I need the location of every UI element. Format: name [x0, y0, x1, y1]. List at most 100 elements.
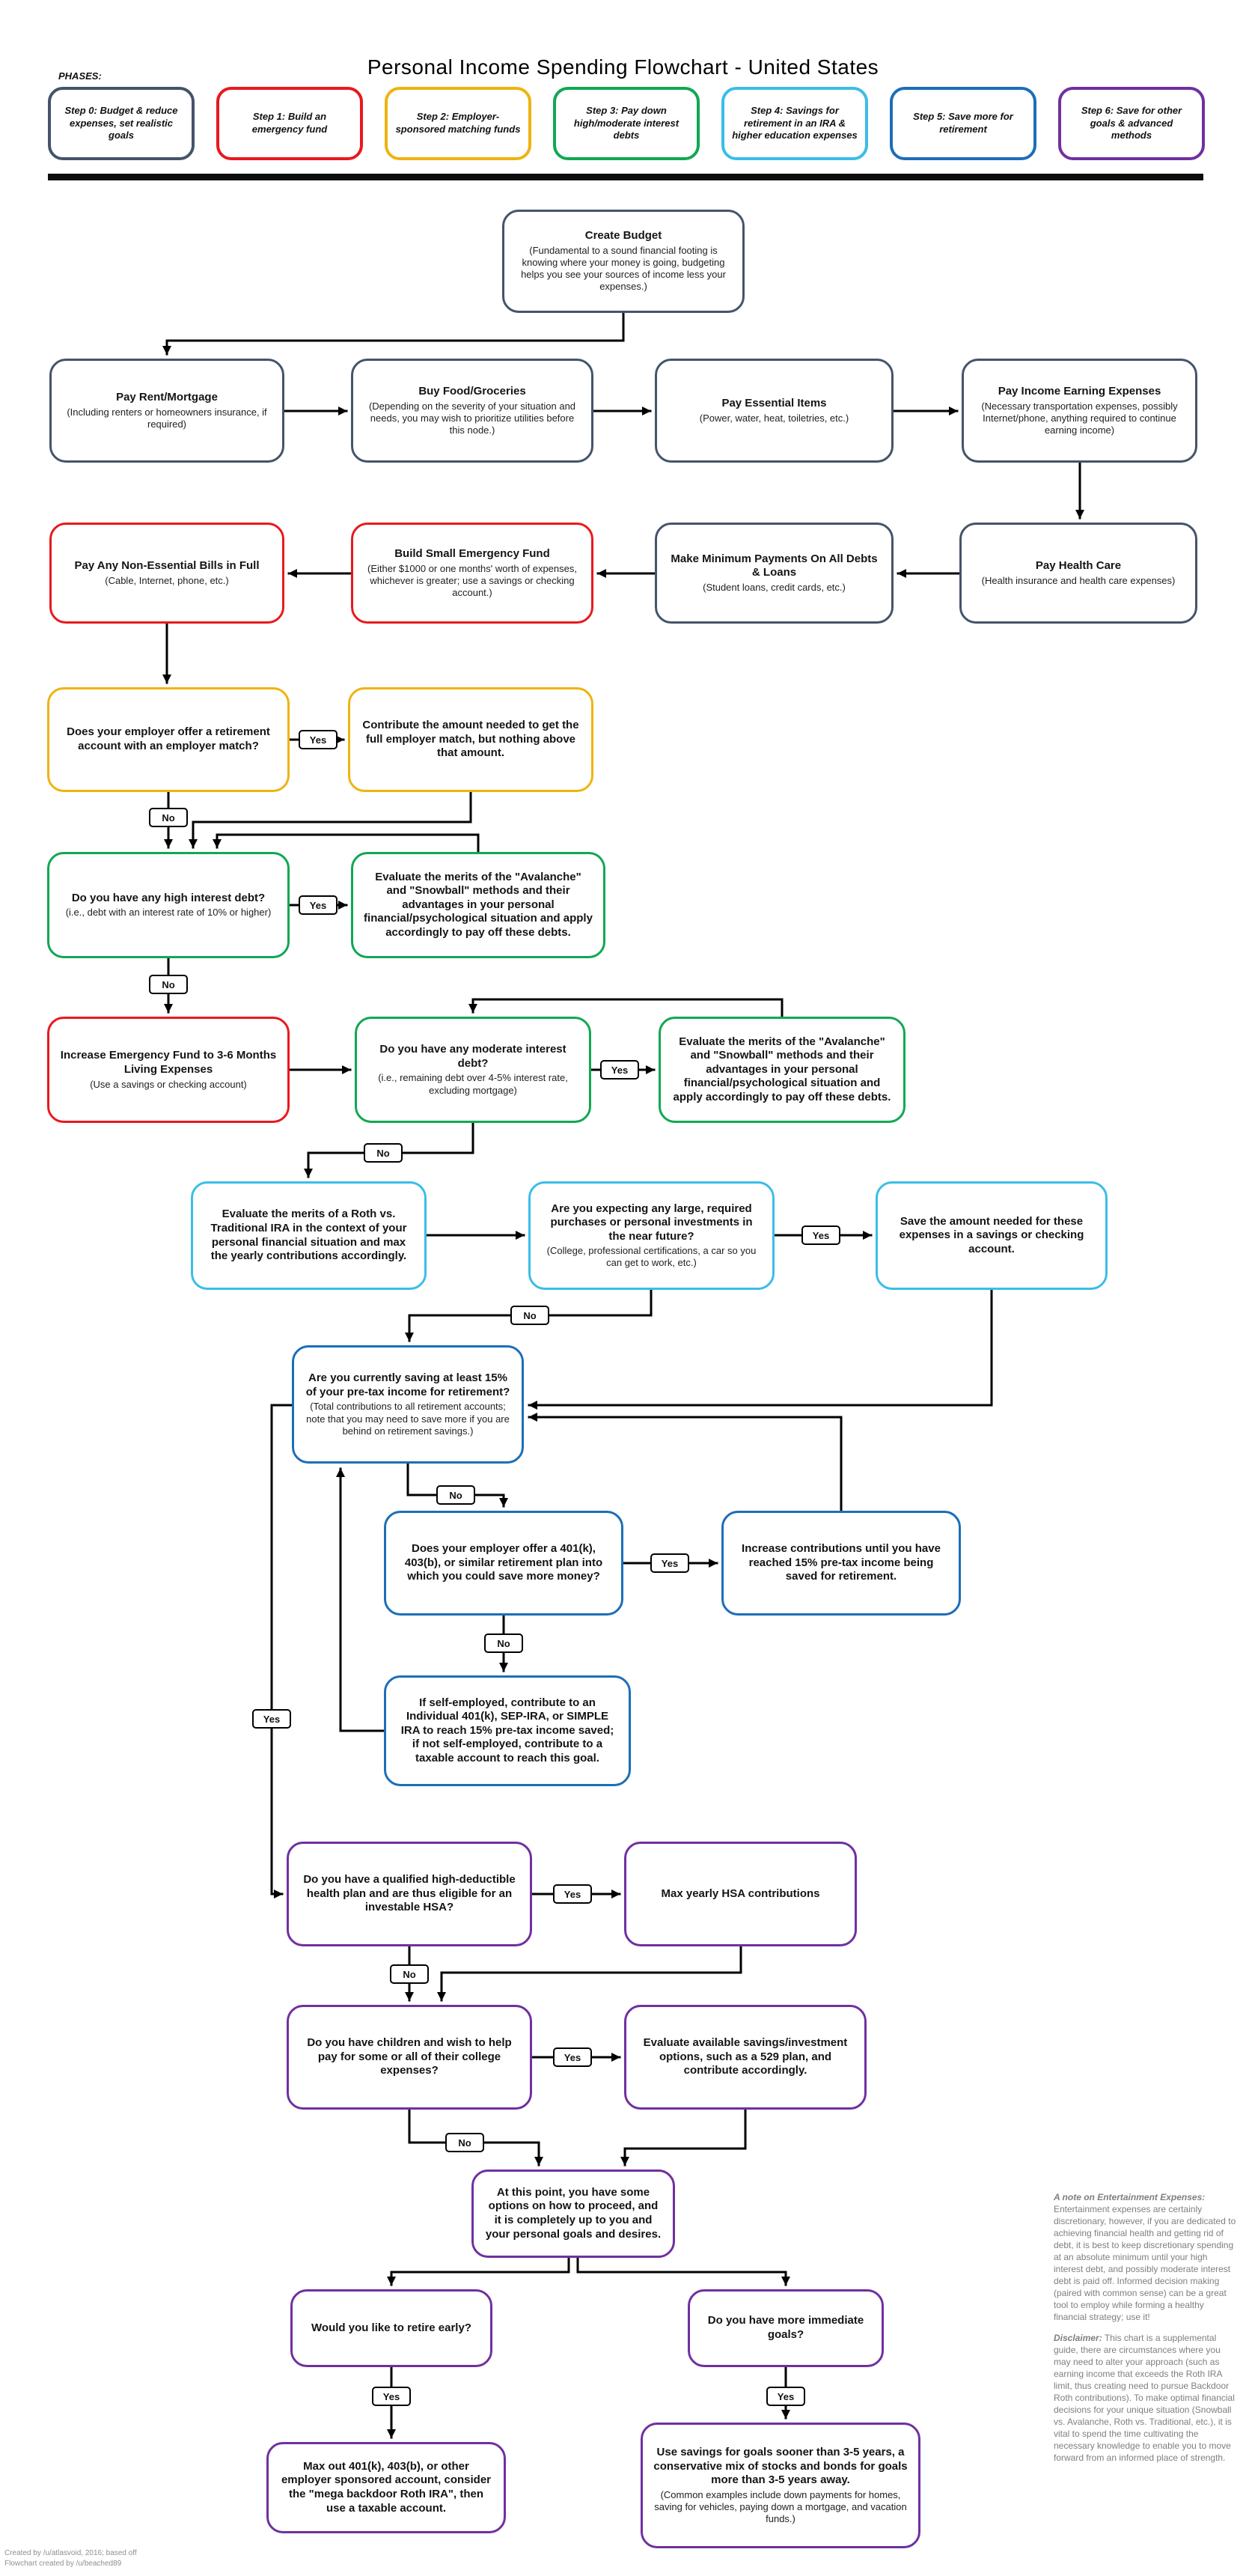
credits: Created by /u/atlasvoid, 2016; based off… — [4, 2548, 137, 2569]
node-q-moderate-interest-debt: Do you have any moderate interest debt?(… — [355, 1017, 591, 1123]
phase-step-4-label: Step 4: Savings for retirement in an IRA… — [732, 104, 858, 141]
node-a-use-savings-subtitle: (Common examples include down payments f… — [654, 2488, 907, 2524]
node-pay-health-care-title: Pay Health Care — [1035, 559, 1122, 573]
node-a-use-savings-title: Use savings for goals sooner than 3-5 ye… — [653, 2445, 908, 2487]
connector-36 — [576, 2256, 790, 2286]
note-disclaimer-heading: Disclaimer: — [1054, 2333, 1102, 2344]
edge-label-no-13: No — [390, 1964, 429, 1984]
note-entertainment-body: Entertainment expenses are certainly dis… — [1054, 2203, 1236, 2322]
divider-bar — [48, 174, 1203, 180]
edge-label-no-5: No — [364, 1143, 403, 1163]
node-q-employer-match: Does your employer offer a retirement ac… — [47, 687, 290, 792]
node-create-budget-title: Create Budget — [584, 229, 662, 243]
node-create-budget-subtitle: (Fundamental to a sound financial footin… — [521, 245, 726, 293]
node-a-529-plan-title: Evaluate available savings/investment op… — [643, 2036, 848, 2077]
connector-35 — [387, 2256, 570, 2286]
note-entertainment-heading: A note on Entertainment Expenses: — [1054, 2192, 1206, 2202]
node-a-moderate-interest-debt: Evaluate the merits of the "Avalanche" a… — [659, 1017, 906, 1123]
phase-step-5-label: Step 5: Save more for retirement — [913, 111, 1013, 135]
phase-step-3: Step 3: Pay down high/moderate interest … — [553, 87, 700, 160]
edge-label-yes-14: Yes — [553, 2047, 592, 2067]
edge-label-no-3: No — [149, 975, 188, 994]
edge-label-no-15: No — [445, 2133, 484, 2152]
node-increase-emergency-fund: Increase Emergency Fund to 3-6 Months Li… — [47, 1017, 290, 1123]
node-a-max-hsa-title: Max yearly HSA contributions — [661, 1887, 820, 1900]
node-build-small-emergency-fund-title: Build Small Emergency Fund — [394, 547, 550, 561]
node-pay-health-care: Pay Health Care(Health insurance and hea… — [959, 523, 1197, 624]
node-q-employer-401k-title: Does your employer offer a 401(k), 403(b… — [404, 1542, 603, 1583]
node-q-retire-early-title: Would you like to retire early? — [311, 2321, 471, 2334]
node-pay-nonessential-title: Pay Any Non-Essential Bills in Full — [74, 559, 260, 573]
node-a-save-for-expenses: Save the amount needed for these expense… — [876, 1181, 1108, 1290]
connector-12 — [213, 833, 480, 854]
node-at-this-point: At this point, you have some options on … — [471, 2169, 675, 2258]
phase-step-6: Step 6: Save for other goals & advanced … — [1058, 87, 1205, 160]
node-a-increase-contributions-title: Increase contributions until you have re… — [742, 1542, 941, 1583]
phase-step-2: Step 2: Employer-sponsored matching fund… — [385, 87, 531, 160]
phase-step-3-label: Step 3: Pay down high/moderate interest … — [573, 104, 680, 141]
connector-28 — [270, 1404, 293, 1898]
node-q-immediate-goals: Do you have more immediate goals? — [688, 2289, 884, 2367]
node-pay-income-expenses-title: Pay Income Earning Expenses — [998, 385, 1161, 398]
phase-step-0: Step 0: Budget & reduce expenses, set re… — [48, 87, 195, 160]
node-q-children-college-title: Do you have children and wish to help pa… — [307, 2036, 512, 2077]
node-q-employer-match-title: Does your employer offer a retirement ac… — [67, 725, 270, 752]
phase-step-2-label: Step 2: Employer-sponsored matching fund… — [395, 111, 521, 135]
node-pay-essential-title: Pay Essential Items — [721, 397, 827, 410]
node-pay-rent-subtitle: (Including renters or homeowners insuran… — [67, 406, 267, 430]
node-a-save-for-expenses-title: Save the amount needed for these expense… — [899, 1214, 1084, 1255]
credits-line-1: Created by /u/atlasvoid, 2016; based off — [4, 2549, 137, 2557]
phases-label: PHASES: — [58, 70, 102, 82]
edge-label-yes-8: Yes — [252, 1709, 291, 1729]
node-q-high-interest-debt-title: Do you have any high interest debt? — [71, 891, 266, 904]
edge-label-yes-17: Yes — [766, 2387, 805, 2406]
node-pay-rent-title: Pay Rent/Mortgage — [116, 391, 218, 404]
connector-34 — [620, 2108, 747, 2167]
node-pay-health-care-subtitle: (Health insurance and health care expens… — [981, 574, 1176, 586]
phase-step-5: Step 5: Save more for retirement — [890, 87, 1036, 160]
edge-label-no-1: No — [149, 808, 188, 827]
phase-step-1-label: Step 1: Build an emergency fund — [251, 111, 328, 135]
node-create-budget: Create Budget (Fundamental to a sound fin… — [502, 210, 745, 313]
node-q-large-purchases-title: Are you expecting any large, required pu… — [550, 1202, 753, 1243]
node-pay-essential-subtitle: (Power, water, heat, toiletries, etc.) — [699, 412, 849, 424]
node-roth-vs-traditional-ira-title: Evaluate the merits of a Roth vs. Tradit… — [210, 1208, 407, 1263]
edge-label-yes-12: Yes — [553, 1884, 592, 1904]
node-q-moderate-interest-debt-title: Do you have any moderate interest debt? — [379, 1043, 566, 1070]
connector-22 — [528, 1288, 993, 1410]
phase-step-6-label: Step 6: Save for other goals & advanced … — [1081, 104, 1182, 141]
node-q-retire-early: Would you like to retire early? — [290, 2289, 492, 2367]
edge-label-yes-16: Yes — [372, 2387, 411, 2406]
connector-31 — [437, 1945, 742, 2002]
node-a-self-employed-title: If self-employed, contribute to an Indiv… — [400, 1696, 614, 1764]
side-note: A note on Entertainment Expenses: Entert… — [1054, 2192, 1238, 2474]
node-pay-essential: Pay Essential Items (Power, water, heat, … — [655, 359, 894, 463]
connector-23 — [528, 1413, 843, 1513]
connector-17 — [468, 998, 784, 1019]
phase-step-0-label: Step 0: Budget & reduce expenses, set re… — [64, 104, 178, 141]
node-a-max-out-401k: Max out 401(k), 403(b), or other employe… — [266, 2442, 506, 2533]
node-make-minimum-payments-subtitle: (Student loans, credit cards, etc.) — [703, 582, 846, 594]
edge-label-yes-10: Yes — [650, 1553, 689, 1573]
edge-label-yes-6: Yes — [801, 1225, 840, 1245]
node-buy-food-subtitle: (Depending on the severity of your situa… — [368, 400, 576, 436]
phase-step-4: Step 4: Savings for retirement in an IRA… — [721, 87, 868, 160]
edge-label-no-7: No — [510, 1306, 549, 1325]
node-a-use-savings: Use savings for goals sooner than 3-5 ye… — [641, 2423, 920, 2548]
node-pay-nonessential: Pay Any Non-Essential Bills in Full(Cabl… — [49, 523, 284, 624]
node-pay-income-expenses-subtitle: (Necessary transportation expenses, poss… — [981, 400, 1178, 436]
node-pay-nonessential-subtitle: (Cable, Internet, phone, etc.) — [105, 574, 229, 586]
note-entertainment: A note on Entertainment Expenses: Entert… — [1054, 2192, 1238, 2323]
node-q-children-college: Do you have children and wish to help pa… — [287, 2005, 532, 2110]
connector-11 — [189, 791, 472, 849]
edge-label-yes-4: Yes — [600, 1060, 639, 1080]
note-disclaimer-body: This chart is a supplemental guide, ther… — [1054, 2333, 1235, 2464]
node-pay-rent: Pay Rent/Mortgage (Including renters or h… — [49, 359, 284, 463]
node-a-529-plan: Evaluate available savings/investment op… — [624, 2005, 867, 2110]
node-roth-vs-traditional-ira: Evaluate the merits of a Roth vs. Tradit… — [191, 1181, 427, 1290]
node-a-moderate-interest-debt-title: Evaluate the merits of the "Avalanche" a… — [673, 1035, 891, 1103]
node-a-max-out-401k-title: Max out 401(k), 403(b), or other employe… — [281, 2459, 492, 2515]
node-q-employer-401k: Does your employer offer a 401(k), 403(b… — [384, 1511, 623, 1616]
node-a-employer-match-title: Contribute the amount needed to get the … — [362, 719, 579, 760]
